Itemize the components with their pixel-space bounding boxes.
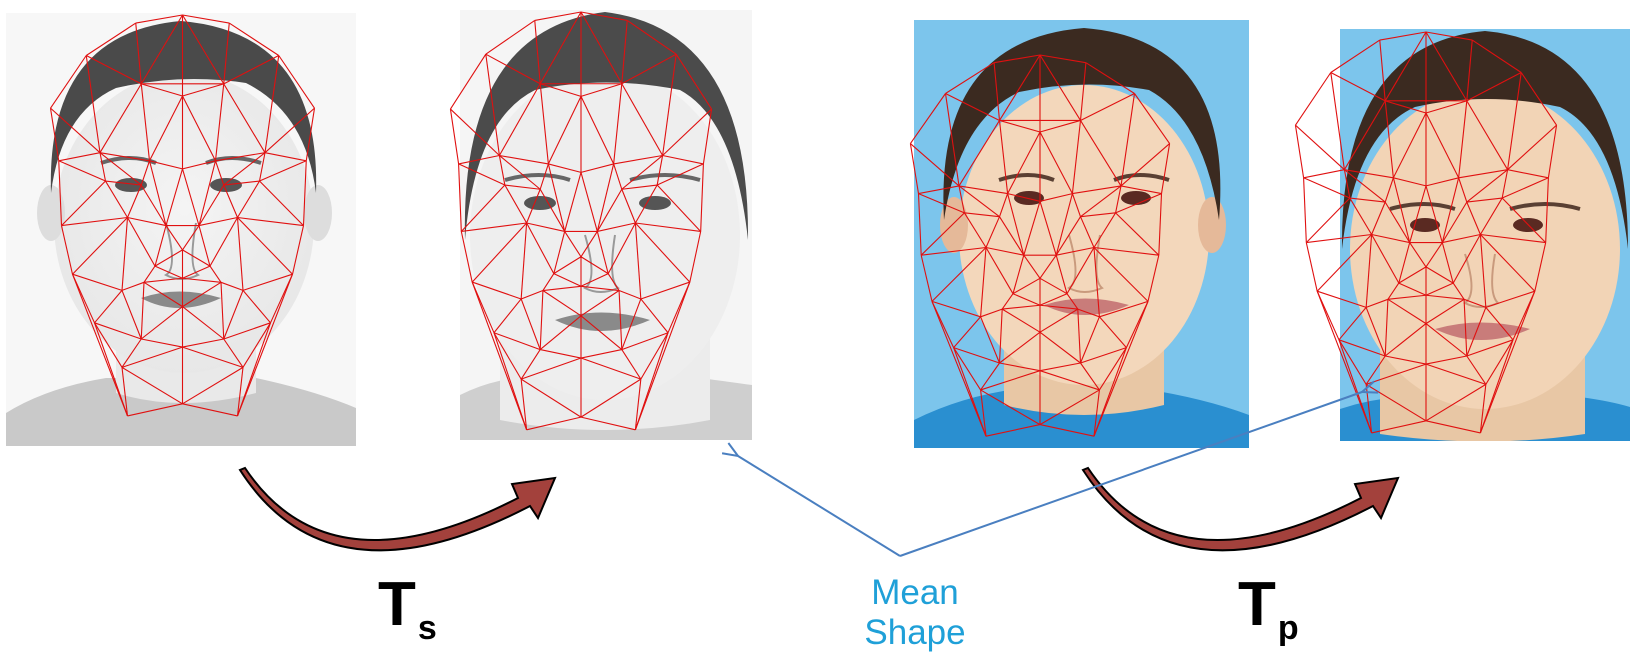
photo-transform-arrow bbox=[1083, 468, 1398, 550]
sketch-transform-arrow bbox=[240, 468, 555, 550]
photo-original-image bbox=[914, 20, 1249, 448]
photo-mean-shape-image bbox=[1340, 29, 1630, 441]
sketch-original-image bbox=[6, 13, 356, 446]
mean-shape-pointer-sketch bbox=[738, 456, 900, 556]
photo-transform-label: Tp bbox=[1238, 574, 1299, 636]
sketch-transform-label: Ts bbox=[378, 574, 437, 636]
mean-shape-label: Mean Shape bbox=[855, 573, 975, 653]
mean-shape-label-line1: Mean bbox=[855, 573, 975, 613]
mean-shape-label-line2: Shape bbox=[855, 613, 975, 653]
sketch-mean-shape-image bbox=[460, 10, 752, 440]
